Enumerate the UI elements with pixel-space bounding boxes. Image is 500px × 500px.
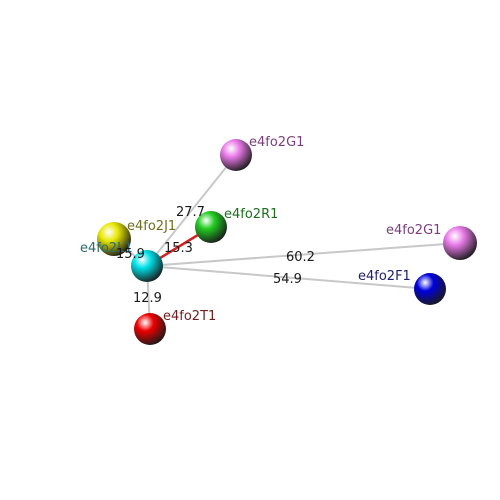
node-label-j1: e4fo2J1: [127, 219, 176, 234]
distance-label-r1: 15.3: [164, 241, 193, 256]
node-f1[interactable]: [414, 273, 446, 305]
node-g1a[interactable]: [220, 139, 252, 171]
node-label-center: e4fo2L1: [80, 241, 133, 256]
edge-center-f1: [146, 265, 431, 290]
node-center[interactable]: [131, 250, 163, 282]
node-label-r1: e4fo2R1: [224, 207, 278, 222]
edge-center-g1b: [146, 242, 461, 267]
distance-label-g1a: 27.7: [176, 205, 205, 220]
node-label-g1b: e4fo2G1: [386, 223, 441, 238]
distance-label-f1: 54.9: [273, 272, 302, 287]
distance-label-t1: 12.9: [133, 291, 162, 306]
node-t1[interactable]: [134, 313, 166, 345]
node-j1[interactable]: [97, 222, 131, 256]
distance-label-g1b: 60.2: [286, 250, 315, 265]
node-label-g1a: e4fo2G1: [249, 135, 304, 150]
node-label-f1: e4fo2F1: [358, 269, 411, 284]
nodes-layer: [97, 139, 477, 345]
edge-center-g1a: [146, 154, 237, 267]
node-label-t1: e4fo2T1: [163, 309, 216, 324]
node-r1[interactable]: [195, 211, 227, 243]
distance-label-j1: 15.9: [116, 247, 145, 262]
labels-layer: e4fo2L1 e4fo2G1 e4fo2R1 e4fo2J1 e4fo2G1 e4fo2…: [80, 135, 441, 324]
node-g1b[interactable]: [443, 226, 477, 260]
